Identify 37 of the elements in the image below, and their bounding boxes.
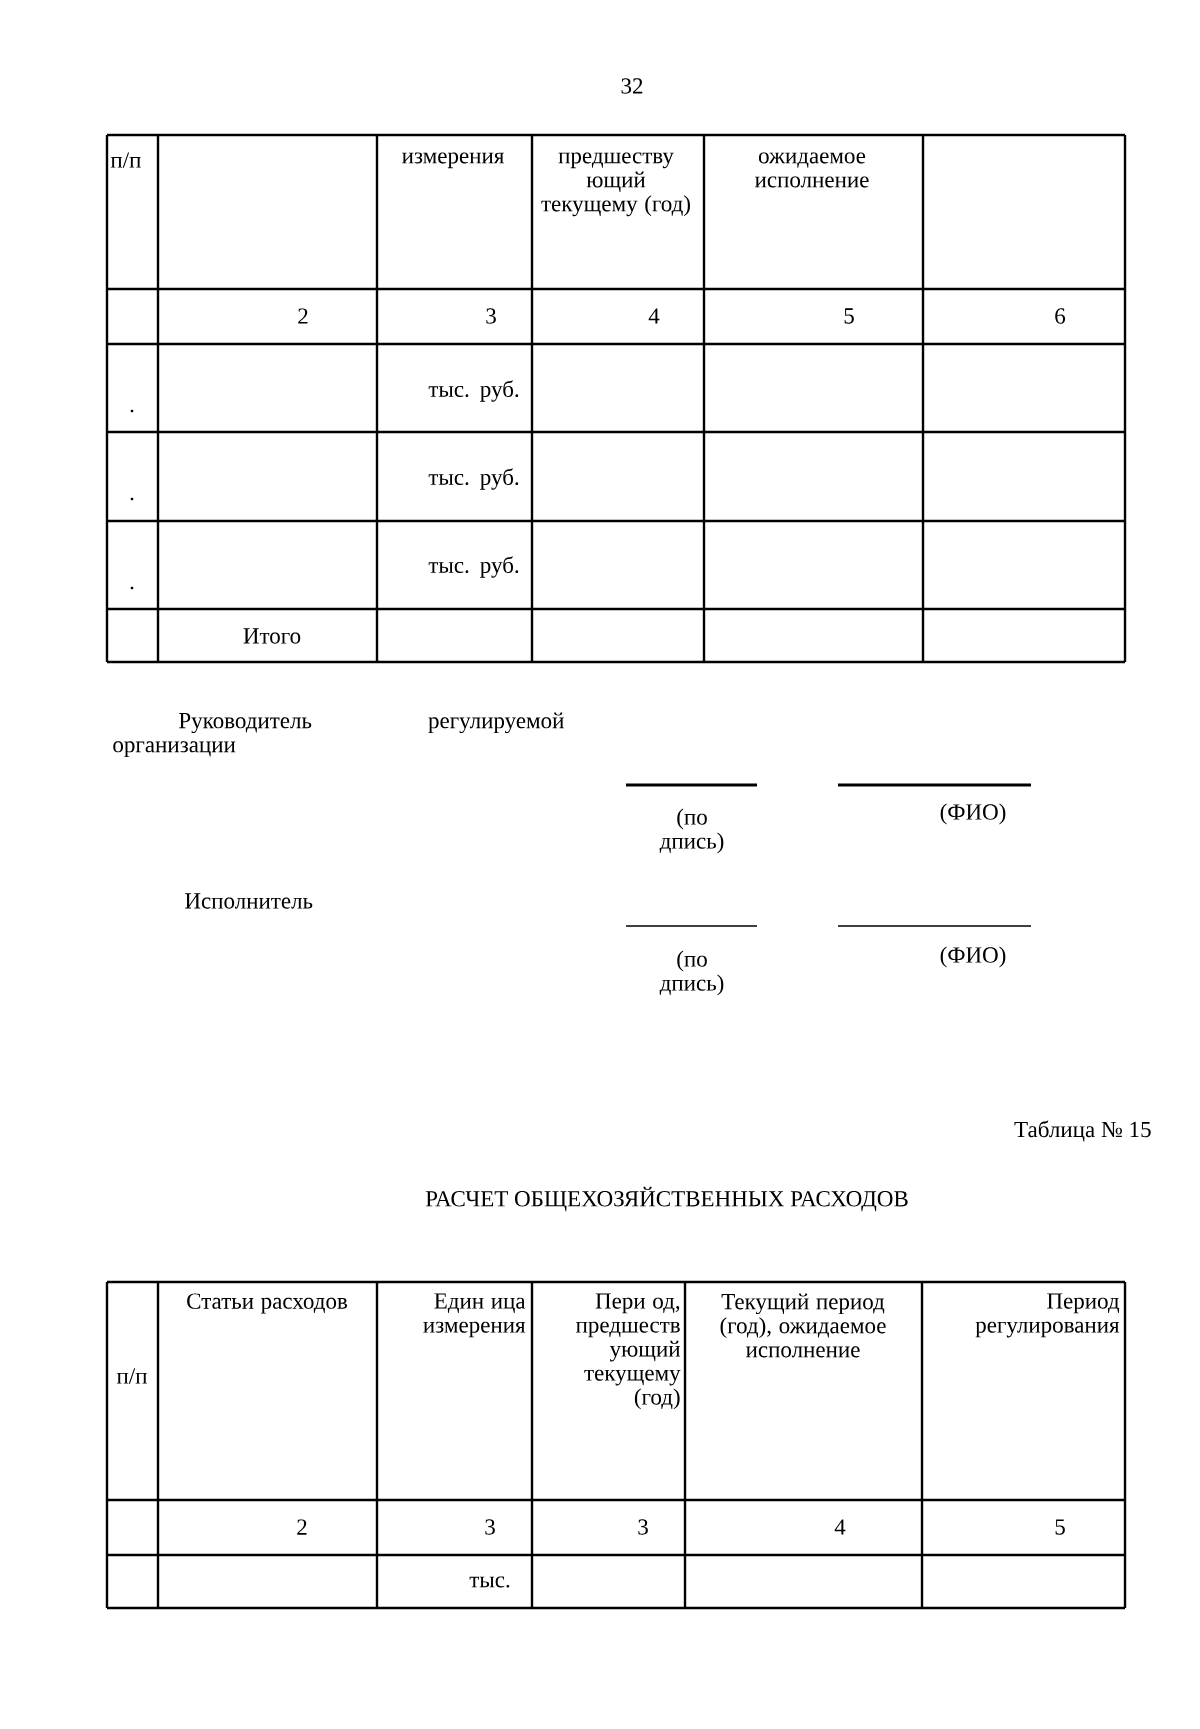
column-number: 2 — [298, 308, 308, 324]
name-hint: (ФИО) — [940, 803, 1006, 825]
row-number: . — [130, 497, 134, 501]
unit-cell: тыс. руб. — [428, 468, 519, 490]
header-cell: п/п — [110, 152, 141, 168]
column-number: 3 — [485, 1519, 495, 1535]
column-number: 5 — [1055, 1519, 1065, 1535]
column-number: 4 — [648, 308, 660, 324]
header-cell: ожидаемое исполнение — [755, 152, 869, 188]
column-number: 6 — [1055, 308, 1066, 324]
header-cell: измерения — [402, 152, 504, 169]
header-cell: Статьи расходов — [187, 1293, 348, 1314]
unit-cell: тыс. — [469, 1576, 510, 1588]
row-number: . — [130, 586, 134, 590]
signature-hint: (по дпись) — [659, 808, 724, 854]
signature-caption: Исполнитель — [185, 893, 313, 909]
table-number: Таблица № 15 — [1014, 1120, 1151, 1142]
column-number: 3 — [638, 1519, 648, 1535]
signature-hint: (по дпись) — [659, 950, 724, 996]
header-cell: п/п — [116, 1368, 147, 1384]
unit-cell: тыс. руб. — [428, 380, 519, 402]
column-number: 3 — [486, 308, 496, 324]
header-cell: Пери од, предшеств ующий текущему (год) — [576, 1293, 681, 1410]
column-number: 4 — [834, 1519, 846, 1535]
name-hint: (ФИО) — [940, 946, 1006, 968]
total-cell: Итого — [243, 628, 301, 644]
column-number: 2 — [297, 1519, 307, 1535]
header-cell: Период регулирования — [975, 1293, 1120, 1338]
column-number: 5 — [844, 308, 854, 324]
unit-cell: тыс. руб. — [428, 556, 519, 578]
row-number: . — [130, 409, 134, 413]
header-cell: Текущий период (год), ожидаемое исполнение — [720, 1293, 886, 1358]
page-number: 32 — [621, 78, 643, 94]
header-cell: предшеству ющий текущему (год) — [541, 152, 690, 217]
signature-caption: Руководитель регулируемой организации — [113, 712, 564, 758]
header-cell: Един ица измерения — [423, 1293, 526, 1338]
heading: РАСЧЕТ ОБЩЕХОЗЯЙСТВЕННЫХ РАСХОДОВ — [425, 1186, 908, 1212]
